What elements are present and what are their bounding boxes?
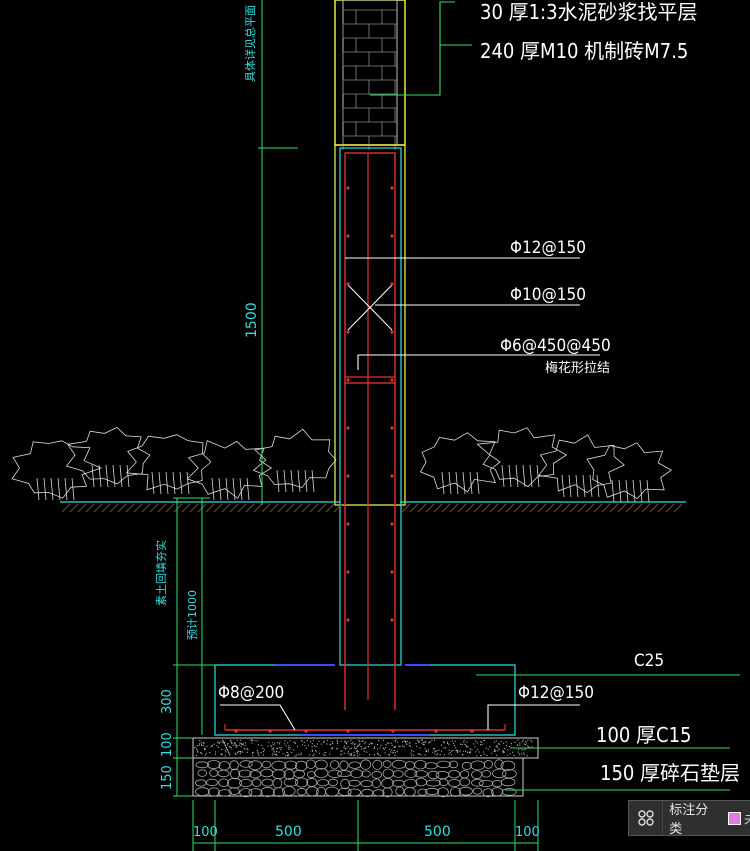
dim-width-1: 100 — [193, 825, 218, 840]
rebar-vertical-note: Φ12@150 — [510, 238, 586, 258]
c15-layer — [192, 737, 539, 759]
c15-note: 100 厚C15 — [596, 723, 692, 747]
tie-pattern-note: 梅花形拉结 — [545, 360, 610, 376]
color-swatch[interactable] — [728, 811, 741, 825]
brick-note: 240 厚M10 机制砖M7.5 — [480, 39, 688, 63]
footing — [214, 664, 516, 736]
shrub-symbols — [11, 427, 673, 503]
backfill-note: 素土回填夯实 — [154, 540, 168, 606]
concrete-wall — [234, 144, 474, 733]
concrete-grade-note: C25 — [634, 651, 664, 671]
dim-width-2: 500 — [275, 824, 302, 840]
gravel-note: 150 厚碎石垫层 — [600, 761, 740, 785]
dimension-lines — [173, 0, 539, 851]
dim-100: 100 — [160, 732, 175, 757]
ground-line — [60, 501, 686, 513]
footing-rebar-left: Φ8@200 — [218, 683, 284, 703]
annotation-category-panel[interactable]: 标注分类 未 — [628, 800, 750, 836]
tie-note: Φ6@450@450 — [500, 336, 611, 356]
depth-note: 预计1000 — [186, 590, 199, 640]
footing-rebar-right: Φ12@150 — [518, 683, 594, 703]
plaster-note: 30 厚1:3水泥砂浆找平层 — [480, 0, 698, 24]
panel-label: 标注分类 — [669, 802, 709, 836]
gravel-layer — [192, 757, 524, 798]
dim-300: 300 — [160, 689, 175, 714]
dim-1500: 1500 — [244, 302, 260, 338]
leader-lines — [220, 1, 740, 791]
brick-wall — [334, 0, 406, 150]
wall-height-note: 具体详见总平面 — [243, 5, 257, 82]
rebar-horizontal-note: Φ10@150 — [510, 285, 586, 305]
dim-width-3: 500 — [424, 824, 451, 840]
panel-cut-text: 未 — [744, 809, 750, 828]
dim-width-4: 100 — [515, 825, 540, 840]
dim-150: 150 — [160, 765, 175, 790]
grid-icon[interactable] — [629, 801, 664, 835]
